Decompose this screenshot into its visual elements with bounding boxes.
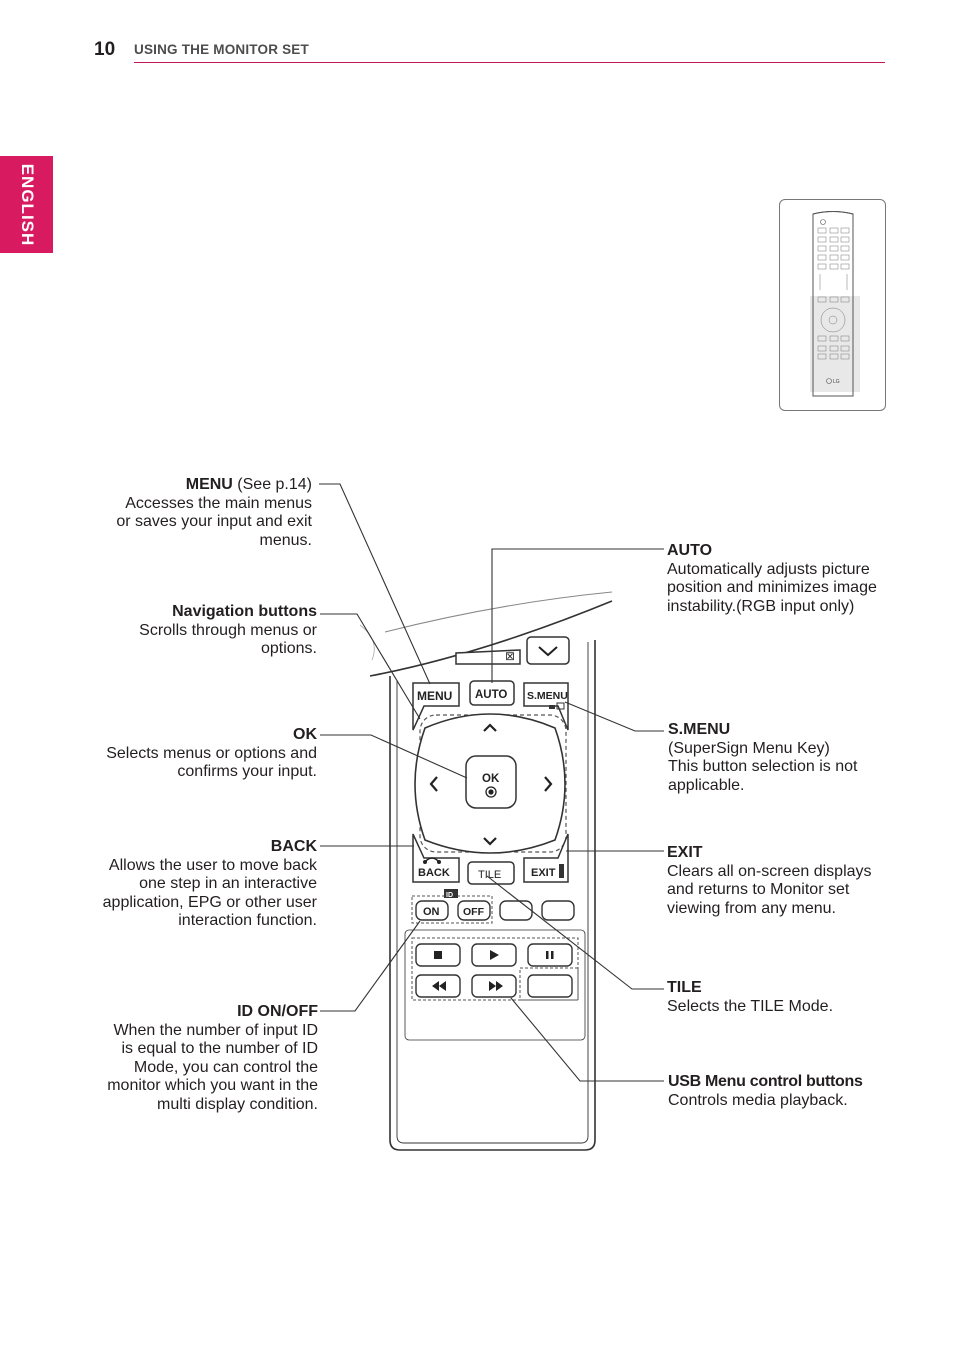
auto-callout-title: AUTO: [667, 542, 713, 559]
tile-callout-title: TILE: [667, 979, 702, 996]
header-divider: [134, 62, 885, 63]
id-onoff-callout-line: monitor which you want in the: [107, 1077, 318, 1095]
menu-callout-line: or saves your input and exit: [116, 513, 312, 531]
ok-callout-line: confirms your input.: [177, 763, 317, 781]
id-onoff-callout-title: ID ON/OFF: [237, 1003, 318, 1020]
smenu-callout-line: This button selection is not: [668, 758, 858, 776]
id-onoff-callout-line: Mode, you can control the: [133, 1058, 318, 1076]
id-off-label: OFF: [463, 906, 485, 918]
smenu-callout-line: (SuperSign Menu Key): [668, 739, 830, 757]
tile-button-label: TILE: [478, 869, 501, 881]
ok-callout: OK Selects menus or options and confirms…: [60, 726, 317, 782]
menu-button-label: MENU: [417, 689, 452, 703]
id-onoff-callout-line: multi display condition.: [157, 1095, 318, 1113]
exit-callout-title: EXIT: [667, 844, 703, 861]
exit-callout: EXIT Clears all on-screen displays and r…: [667, 844, 907, 918]
id-onoff-callout: ID ON/OFF When the number of input ID is…: [60, 1003, 318, 1115]
id-onoff-callout-line: When the number of input ID: [113, 1021, 318, 1039]
back-button-label: BACK: [418, 867, 450, 879]
auto-callout: AUTO Automatically adjusts picture posit…: [667, 542, 907, 616]
menu-callout-line: menus.: [259, 531, 312, 549]
back-callout-line: interaction function.: [178, 912, 317, 930]
usb-callout-title: USB Menu control buttons: [668, 1073, 863, 1090]
remote-thumbnail-drawing: LG: [810, 211, 860, 397]
thumbnail-brand: LG: [833, 379, 840, 385]
back-callout: BACK Allows the user to move back one st…: [60, 838, 317, 931]
ok-button-label: OK: [482, 773, 500, 785]
language-tab: ENGLISH: [0, 156, 53, 253]
auto-button-label: AUTO: [475, 689, 507, 701]
navigation-callout-line: options.: [260, 640, 317, 658]
id-label: ID: [446, 892, 453, 899]
back-callout-line: Allows the user to move back: [108, 856, 317, 874]
back-callout-line: application, EPG or other user: [102, 893, 317, 911]
tile-callout: TILE Selects the TILE Mode.: [667, 979, 907, 1016]
smenu-callout-title: S.MENU: [668, 721, 731, 738]
back-callout-title: BACK: [270, 838, 317, 855]
menu-callout-suffix: (See p.14): [232, 476, 312, 493]
exit-callout-line: viewing from any menu.: [667, 899, 836, 917]
navigation-callout: Navigation buttons Scrolls through menus…: [60, 603, 317, 659]
exit-callout-line: Clears all on-screen displays: [667, 862, 872, 880]
usb-callout-line: Controls media playback.: [668, 1091, 848, 1109]
exit-callout-line: and returns to Monitor set: [667, 881, 850, 899]
ok-callout-title: OK: [293, 726, 317, 743]
id-on-label: ON: [423, 906, 440, 918]
menu-callout: MENU (See p.14) Accesses the main menus …: [60, 476, 312, 550]
svg-text:⊠: ⊠: [505, 649, 515, 663]
ok-callout-line: Selects menus or options and: [106, 744, 317, 762]
navigation-callout-line: Scrolls through menus or: [139, 621, 317, 639]
auto-callout-line: position and minimizes image: [667, 579, 877, 597]
remote-thumbnail: LG: [779, 199, 886, 411]
auto-callout-line: instability.(RGB input only): [667, 597, 855, 615]
smenu-button-label: S.MENU: [527, 690, 568, 702]
menu-callout-title: MENU: [185, 476, 233, 493]
smenu-callout: S.MENU (SuperSign Menu Key) This button …: [668, 721, 908, 795]
id-onoff-callout-line: is equal to the number of ID: [121, 1040, 318, 1058]
back-callout-line: one step in an interactive: [139, 875, 317, 893]
navigation-callout-title: Navigation buttons: [172, 603, 317, 620]
tile-callout-line: Selects the TILE Mode.: [667, 997, 834, 1015]
menu-callout-line: Accesses the main menus: [125, 494, 312, 512]
usb-callout: USB Menu control buttons Controls media …: [668, 1073, 908, 1110]
section-title: USING THE MONITOR SET: [134, 42, 309, 57]
auto-callout-line: Automatically adjusts picture: [667, 560, 870, 578]
exit-button-label: EXIT: [531, 867, 556, 879]
smenu-callout-line: applicable.: [668, 776, 745, 794]
page-number: 10: [94, 39, 116, 60]
